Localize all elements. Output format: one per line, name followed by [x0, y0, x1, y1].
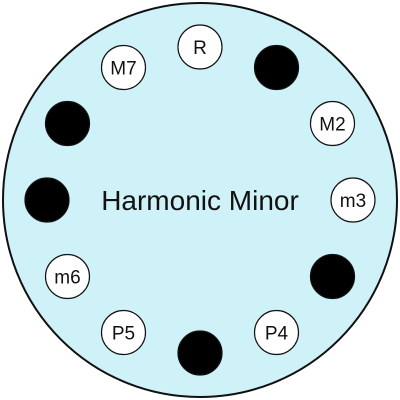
- scale-degree-node: P5: [100, 309, 147, 356]
- non-scale-degree-node: [253, 44, 300, 91]
- scale-degree-node: R: [177, 24, 223, 70]
- scale-degree-node: m6: [44, 253, 91, 300]
- non-scale-degree-dot: [24, 177, 70, 223]
- scale-degree-label: M2: [319, 115, 345, 136]
- scale-degree-label: P4: [265, 324, 289, 345]
- non-scale-degree-node: [177, 330, 223, 376]
- scale-degree-node: M7: [100, 44, 147, 91]
- non-scale-degree-node: [309, 253, 356, 300]
- scale-degree-label: m3: [340, 191, 366, 212]
- scale-degree-circle: [253, 309, 300, 356]
- scale-title: Harmonic Minor: [101, 185, 299, 216]
- non-scale-degree-dot: [253, 44, 300, 91]
- non-scale-degree-dot: [309, 253, 356, 300]
- non-scale-degree-dot: [177, 330, 223, 376]
- scale-degree-node: M2: [309, 100, 356, 147]
- scale-degree-circle: [44, 253, 91, 300]
- non-scale-degree-node: [44, 100, 91, 147]
- scale-degree-label: M7: [110, 59, 136, 80]
- scale-degree-label: R: [193, 38, 207, 59]
- scale-degree-circle: [330, 177, 376, 223]
- scale-degree-circle: [177, 24, 223, 70]
- non-scale-degree-dot: [44, 100, 91, 147]
- scale-degree-node: P4: [253, 309, 300, 356]
- scale-degree-circle: [309, 100, 356, 147]
- scale-degree-label: P5: [112, 324, 135, 345]
- scale-degree-label: m6: [54, 268, 80, 289]
- non-scale-degree-node: [24, 177, 70, 223]
- scale-degree-node: m3: [330, 177, 376, 223]
- scale-degree-circle: [100, 309, 147, 356]
- scale-degree-circle: [100, 44, 147, 91]
